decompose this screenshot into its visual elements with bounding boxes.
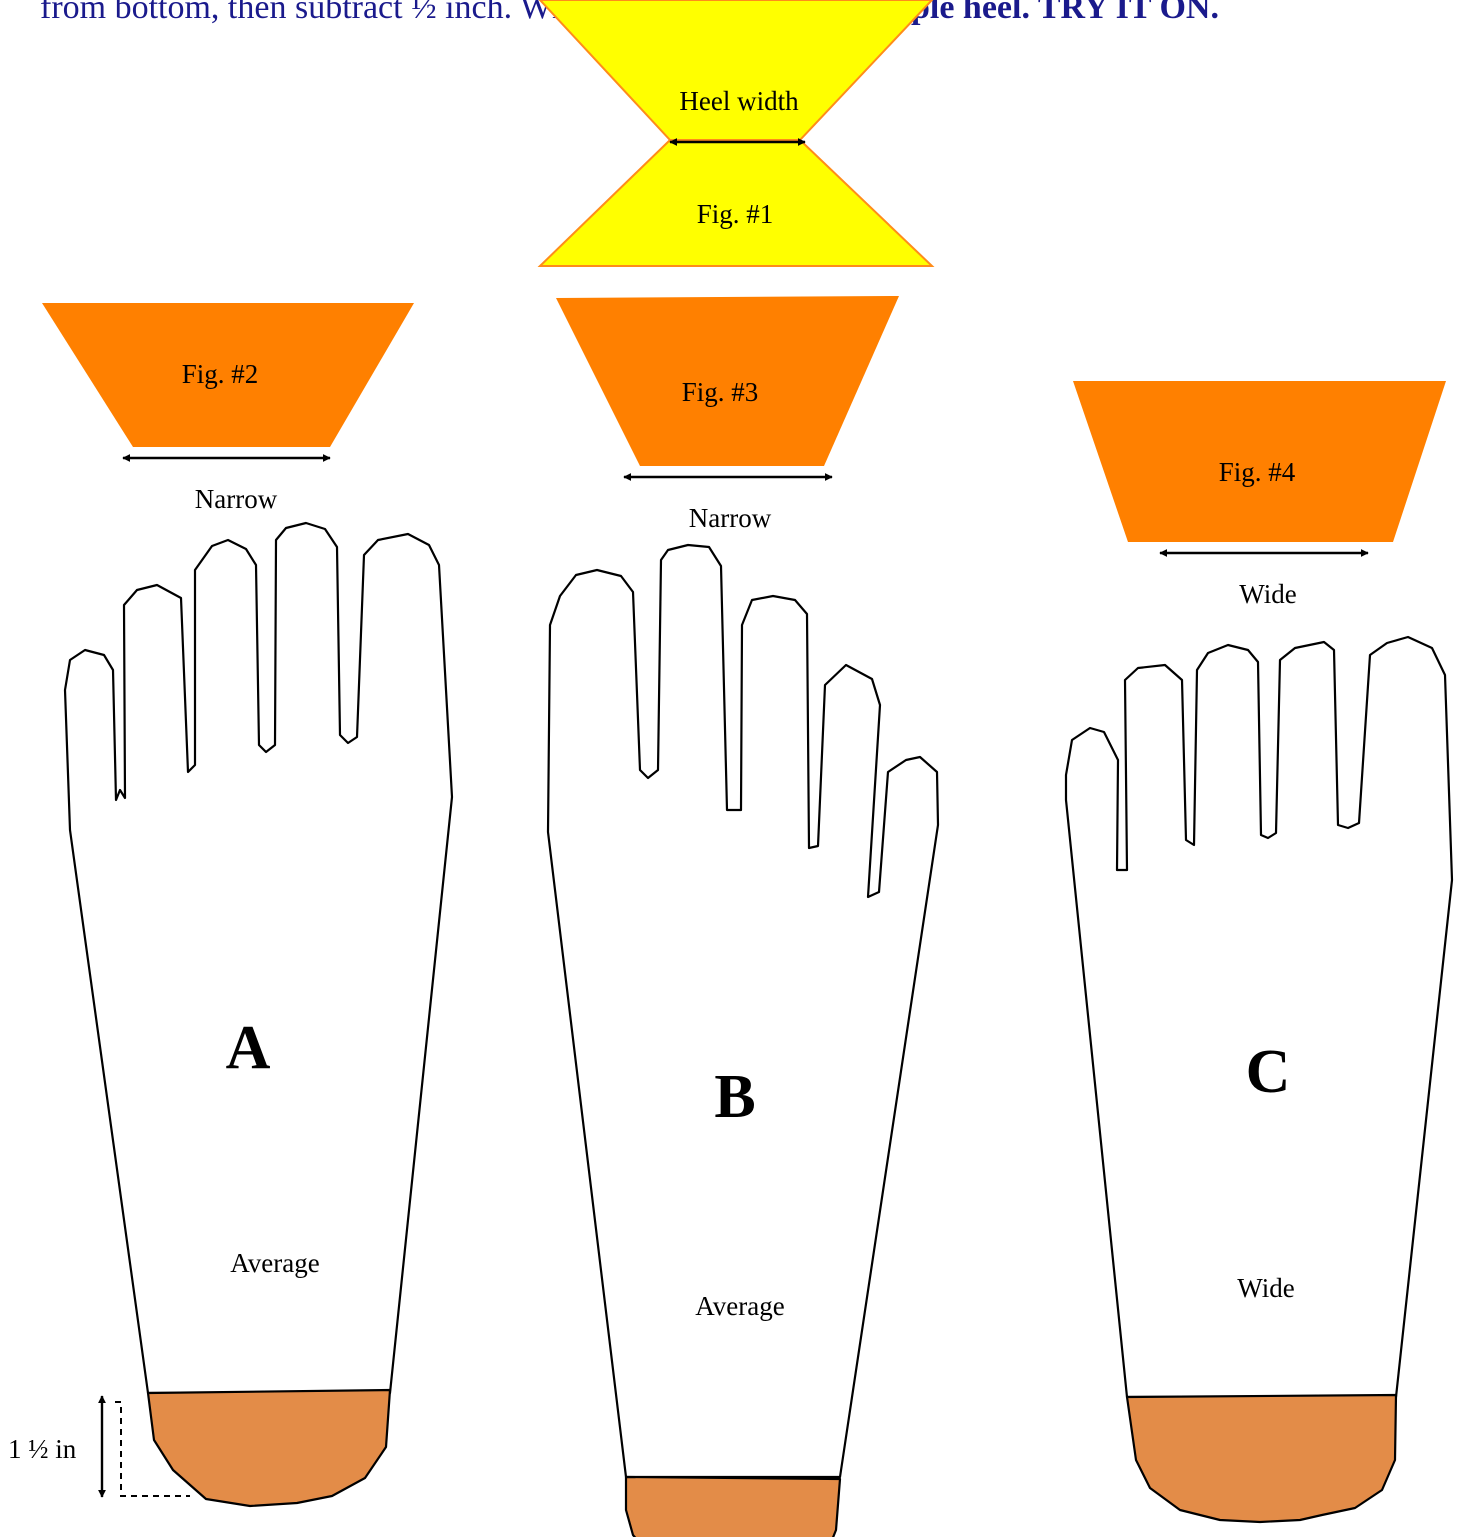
foot-b-type-label: Average [695, 1291, 784, 1321]
fig1-label: Fig. #1 [697, 199, 774, 229]
fig1-heel-width-label: Heel width [679, 86, 799, 116]
foot-b-letter: B [714, 1063, 755, 1131]
fig4-width-label: Wide [1239, 579, 1296, 609]
foot-c-type-label: Wide [1237, 1273, 1294, 1303]
fig2-width-label: Narrow [195, 484, 278, 514]
foot-b-outline [548, 545, 938, 1477]
foot-a-heel [148, 1390, 390, 1506]
foot-c-letter: C [1246, 1038, 1291, 1106]
heel-height-label: 1 ½ in [8, 1434, 77, 1464]
foot-a-average: A Average [65, 523, 452, 1506]
foot-a-letter: A [226, 1014, 271, 1082]
fig4-label: Fig. #4 [1219, 457, 1296, 487]
foot-b-narrow: B Average [548, 545, 938, 1537]
foot-b-heel [626, 1477, 840, 1537]
foot-c-wide: C Wide [1066, 637, 1452, 1522]
fig4-wide-heel: Fig. #4 Wide [1073, 381, 1446, 609]
fig3-narrow-heel: Fig. #3 Narrow [556, 296, 899, 533]
foot-a-type-label: Average [230, 1248, 319, 1278]
fig2-label: Fig. #2 [182, 359, 259, 389]
fig3-label: Fig. #3 [682, 377, 759, 407]
fig2-average-heel: Fig. #2 Narrow [42, 303, 414, 514]
fig1-top-triangle [540, 0, 932, 140]
fig3-width-label: Narrow [689, 503, 772, 533]
fig1-heel-width-shape: Heel width Fig. #1 [540, 0, 932, 266]
foot-c-heel [1127, 1395, 1396, 1522]
